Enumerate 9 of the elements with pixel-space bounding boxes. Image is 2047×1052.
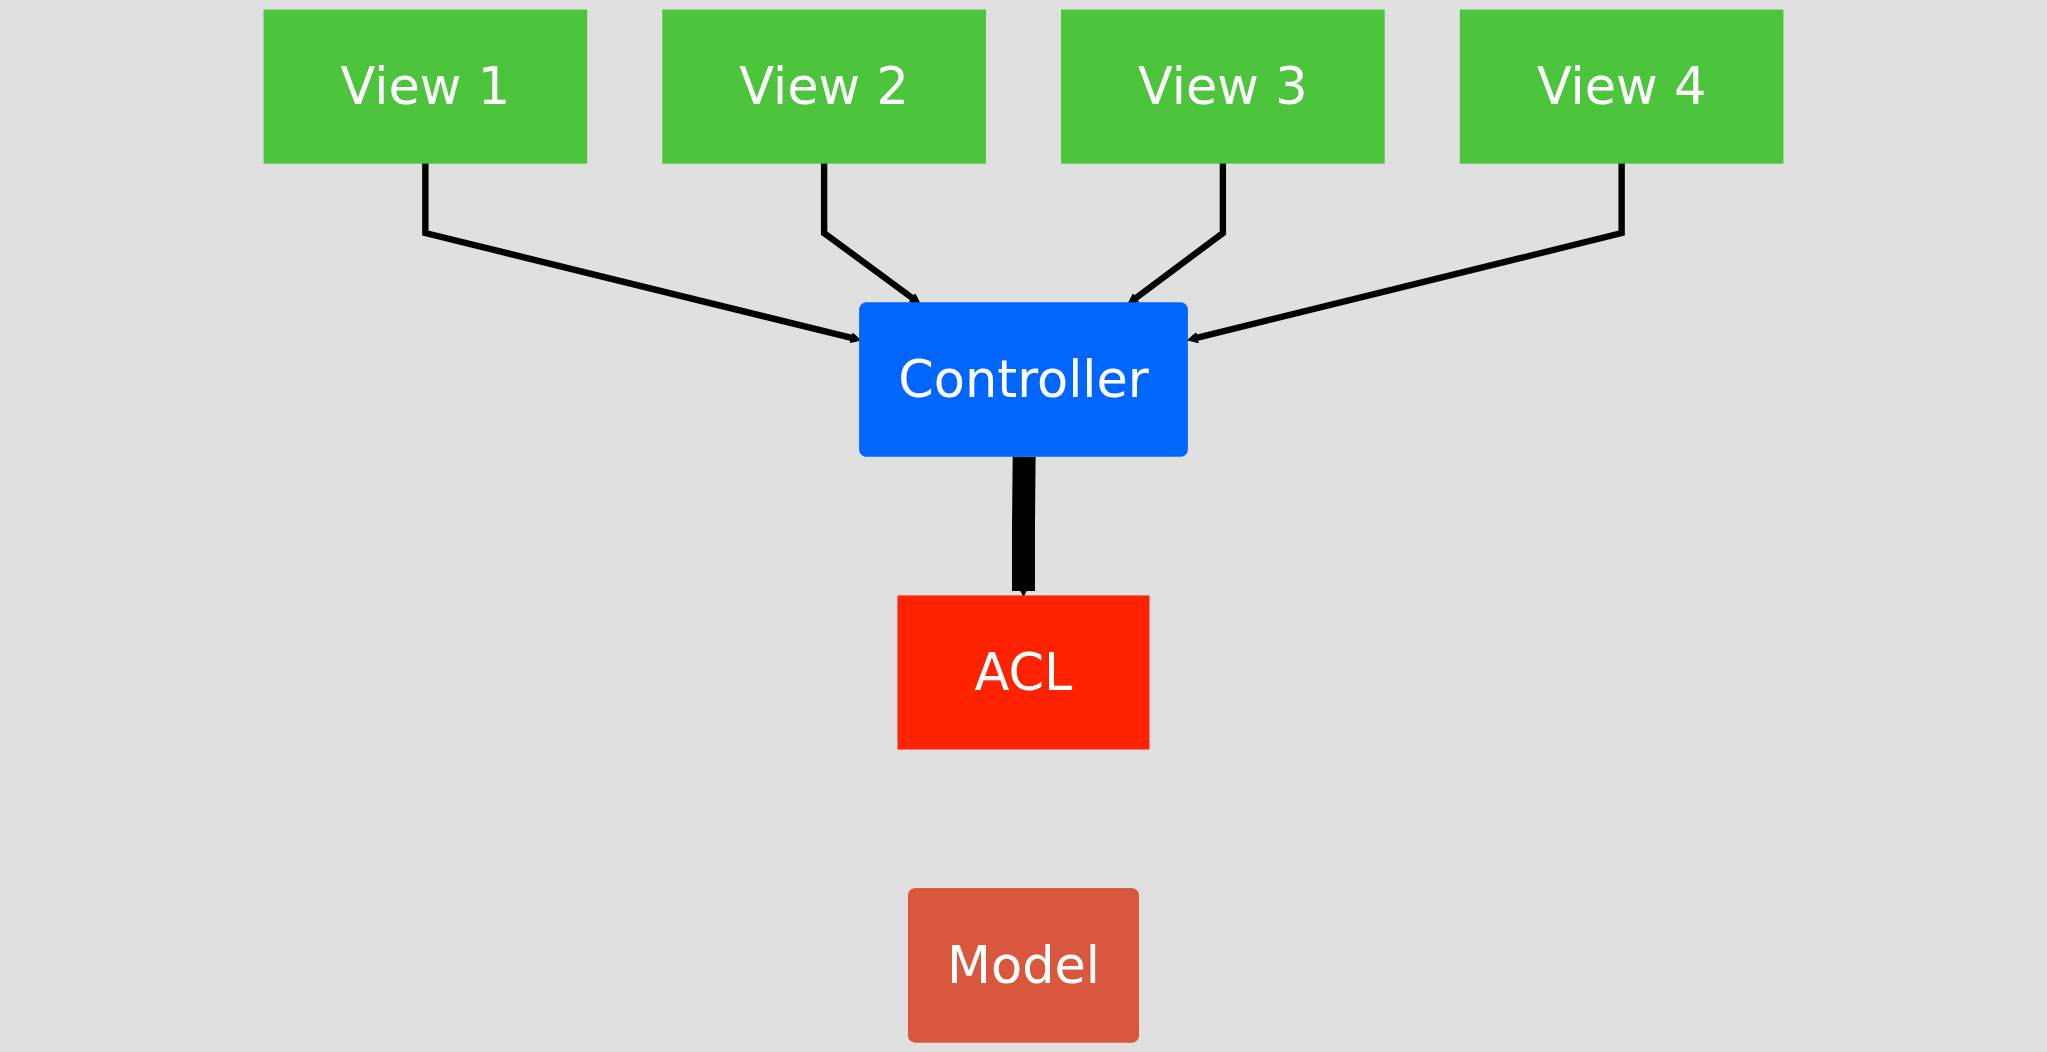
- arrow: [1012, 456, 1036, 597]
- arrow: [820, 163, 921, 305]
- arrow: [1127, 163, 1227, 305]
- arrow: [1187, 163, 1625, 344]
- node-box: View 3: [1061, 9, 1385, 164]
- node-box: View 1: [263, 9, 588, 164]
- node-box: View 2: [662, 9, 986, 164]
- node-box: View 4: [1459, 9, 1784, 164]
- node-box: ACL: [897, 595, 1150, 750]
